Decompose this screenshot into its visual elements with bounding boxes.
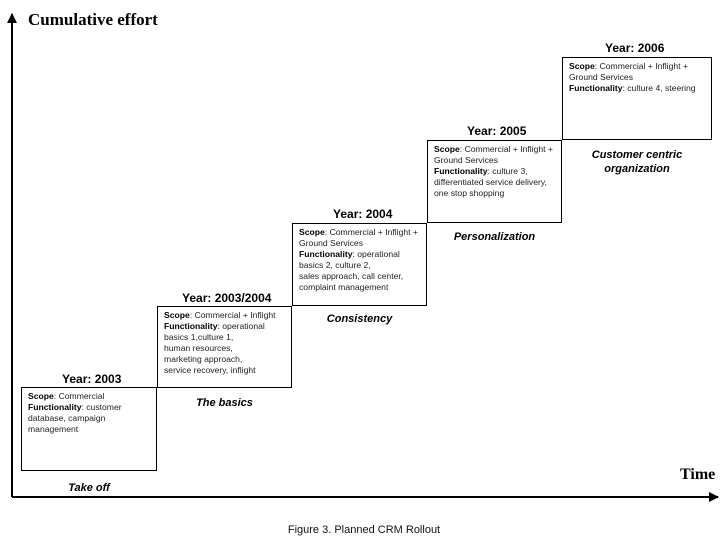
detail-line: one stop shopping bbox=[434, 188, 505, 198]
scope-line: Scope: Commercial + Inflight + bbox=[299, 227, 418, 237]
stage-label-customer-centric: Customer centric organization bbox=[562, 148, 712, 176]
x-axis-title: Time bbox=[680, 466, 716, 483]
step-box-2003-2004: Scope: Commercial + Inflight Functionali… bbox=[157, 306, 292, 388]
stage-label-consistency: Consistency bbox=[326, 313, 393, 325]
detail-line: marketing approach, bbox=[164, 354, 243, 364]
step-box-2006: Scope: Commercial + Inflight + Ground Se… bbox=[562, 57, 712, 140]
stage-label-personalization: Personalization bbox=[453, 231, 536, 243]
scope-extra-line: Ground Services bbox=[299, 238, 364, 248]
year-label-2006: Year: 2006 bbox=[605, 41, 665, 55]
stage-line-1: Customer centric bbox=[591, 149, 683, 161]
step-box-2005: Scope: Commercial + Inflight + Ground Se… bbox=[427, 140, 562, 223]
y-axis-title: Cumulative effort bbox=[28, 10, 158, 29]
detail-line: database, campaign bbox=[28, 413, 106, 423]
detail-line: basics 1,culture 1, bbox=[164, 332, 234, 342]
year-label-2004: Year: 2004 bbox=[333, 207, 393, 221]
functionality-line: Functionality: operational bbox=[299, 249, 400, 259]
scope-extra-line: Ground Services bbox=[434, 155, 499, 165]
step-box-2003: Scope: Commercial Functionality: custome… bbox=[21, 387, 157, 471]
detail-line: complaint management bbox=[299, 282, 389, 292]
scope-line: Scope: Commercial + Inflight + bbox=[434, 144, 553, 154]
detail-line: basics 2, culture 2, bbox=[299, 260, 371, 270]
scope-extra-line: Ground Services bbox=[569, 72, 634, 82]
year-label-2003-2004: Year: 2003/2004 bbox=[182, 291, 272, 305]
functionality-line: Functionality: culture 3, bbox=[434, 166, 528, 176]
year-label-2005: Year: 2005 bbox=[467, 124, 527, 138]
stage-line-2: organization bbox=[604, 163, 670, 175]
scope-line: Scope: Commercial + Inflight bbox=[164, 310, 276, 320]
step-box-2004: Scope: Commercial + Inflight + Ground Se… bbox=[292, 223, 427, 306]
detail-line: human resources, bbox=[164, 343, 233, 353]
detail-line: management bbox=[28, 424, 79, 434]
functionality-line: Functionality: customer bbox=[28, 402, 122, 412]
functionality-line: Functionality: operational bbox=[164, 321, 265, 331]
stage-label-take-off: Take off bbox=[68, 482, 110, 494]
scope-line: Scope: Commercial bbox=[28, 391, 105, 401]
detail-line: sales approach, call center, bbox=[299, 271, 404, 281]
detail-line: differentiated service delivery, bbox=[434, 177, 547, 187]
figure-caption: Figure 3. Planned CRM Rollout bbox=[287, 524, 441, 536]
year-label-2003: Year: 2003 bbox=[62, 372, 122, 386]
scope-line: Scope: Commercial + Inflight + bbox=[569, 61, 688, 71]
stage-label-the-basics: The basics bbox=[196, 397, 253, 409]
functionality-line: Functionality: culture 4, steering bbox=[569, 83, 696, 93]
detail-line: service recovery, inflight bbox=[164, 365, 256, 375]
